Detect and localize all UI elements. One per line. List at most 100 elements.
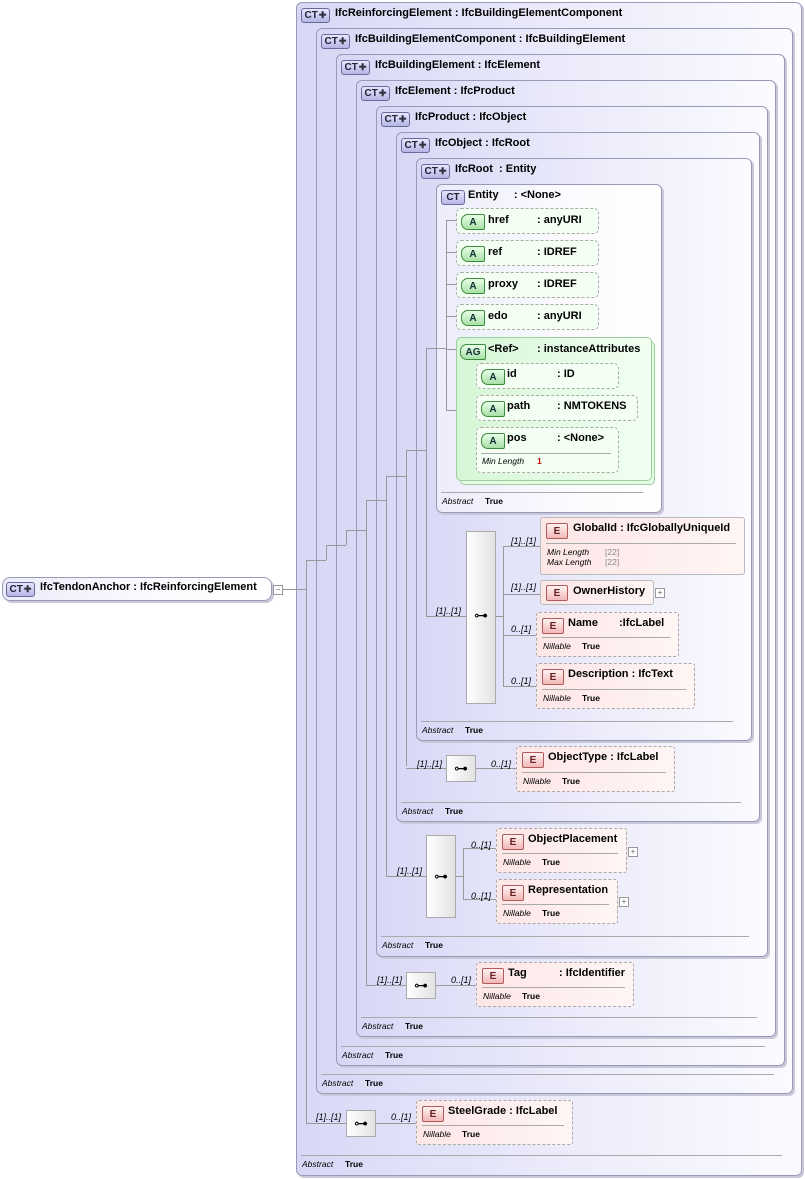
ifcbuildingelementcomponent-abstract-value: True bbox=[365, 1078, 383, 1088]
expand-representation-icon[interactable]: + bbox=[619, 897, 629, 907]
attr-proxy-name: proxy bbox=[488, 278, 518, 290]
ifcproduct-abstract-label: Abstract bbox=[382, 940, 414, 950]
elem-badge-name: E bbox=[542, 618, 564, 634]
mult-name: 0..[1] bbox=[511, 624, 532, 634]
attr-badge-edo: A bbox=[461, 310, 485, 326]
globalid-minlen-label: Min Length bbox=[547, 547, 590, 557]
ct-badge-c3: CT✚ bbox=[341, 60, 370, 75]
attr-path-type: : NMTOKENS bbox=[557, 400, 627, 412]
attr-group-type: : instanceAttributes bbox=[537, 343, 641, 355]
objectplacement-nillable-label: Nillable bbox=[503, 857, 531, 867]
elem-description-name: Description : IfcText bbox=[568, 668, 673, 680]
name-nillable-label: Nillable bbox=[543, 641, 571, 651]
sequence-compositor-ifcreinforcing[interactable] bbox=[346, 1110, 376, 1137]
entity-abstract-label: Abstract bbox=[442, 496, 474, 506]
elem-badge-tag: E bbox=[482, 968, 504, 984]
ct-badge-entity: CT bbox=[441, 190, 465, 205]
steelgrade-nillable-value: True bbox=[462, 1129, 480, 1139]
elem-representation-name: Representation bbox=[528, 884, 609, 896]
entity-abstract-value: True bbox=[485, 496, 503, 506]
attr-path-name: path bbox=[507, 400, 531, 412]
elem-badge-globalid: E bbox=[546, 523, 568, 539]
title-c6: IfcObject : IfcRoot bbox=[435, 137, 530, 149]
attr-pos-type: : <None> bbox=[557, 432, 605, 444]
ifcreinforcing-abstract-label: Abstract bbox=[302, 1159, 334, 1169]
tag-nillable-label: Nillable bbox=[483, 991, 511, 1001]
elem-name-type: :IfcLabel bbox=[619, 617, 665, 629]
ct-badge-c6: CT✚ bbox=[401, 138, 430, 153]
attr-group-name: <Ref> bbox=[488, 343, 519, 355]
title-c2: IfcBuildingElementComponent : IfcBuildin… bbox=[355, 33, 626, 45]
elem-objectplacement-name: ObjectPlacement bbox=[528, 833, 618, 845]
elem-badge-ownerhistory: E bbox=[546, 585, 568, 601]
ifcproduct-abstract-value: True bbox=[425, 940, 443, 950]
mult-ownerhistory: [1]..[1] bbox=[511, 582, 537, 592]
elem-badge-representation: E bbox=[502, 885, 524, 901]
description-nillable-value: True bbox=[582, 693, 600, 703]
elem-tag-type: : IfcIdentifier bbox=[559, 967, 626, 979]
steelgrade-nillable-label: Nillable bbox=[423, 1129, 451, 1139]
elem-globalid-name: GlobalId : IfcGloballyUniqueId bbox=[573, 522, 731, 534]
title-entity: Entity : <None> bbox=[468, 189, 561, 201]
sequence-compositor-ifcobject[interactable] bbox=[446, 755, 476, 782]
expand-ownerhistory-icon[interactable]: + bbox=[655, 588, 665, 598]
expand-objectplacement-icon[interactable]: + bbox=[628, 847, 638, 857]
name-nillable-value: True bbox=[582, 641, 600, 651]
globalid-maxlen-value: [22] bbox=[605, 557, 620, 567]
node-ifctendonanchor[interactable] bbox=[2, 577, 272, 601]
attr-edo-name: edo bbox=[488, 310, 508, 322]
ifcroot-abstract-value: True bbox=[465, 725, 483, 735]
attr-badge-href: A bbox=[461, 214, 485, 230]
mult-ifcproduct-seq: [1]..[1] bbox=[397, 866, 423, 876]
elem-badge-description: E bbox=[542, 669, 564, 685]
title-c7: IfcRoot : Entity bbox=[455, 163, 537, 175]
ifcbuildingelement-abstract-value: True bbox=[385, 1050, 403, 1060]
description-nillable-label: Nillable bbox=[543, 693, 571, 703]
attr-edo-type: : anyURI bbox=[537, 310, 582, 322]
sequence-icon: ⊶ bbox=[454, 760, 468, 776]
collapse-icon[interactable]: − bbox=[273, 585, 283, 595]
sequence-compositor-ifcroot[interactable] bbox=[466, 531, 496, 704]
mult-objectplacement: 0..[1] bbox=[471, 840, 492, 850]
ifcroot-abstract-label: Abstract bbox=[422, 725, 454, 735]
ifcbuildingelementcomponent-abstract-label: Abstract bbox=[322, 1078, 354, 1088]
representation-nillable-value: True bbox=[542, 908, 560, 918]
attr-href-name: href bbox=[488, 214, 509, 226]
title-c3: IfcBuildingElement : IfcElement bbox=[375, 59, 541, 71]
attr-id-name: id bbox=[507, 368, 517, 380]
ifcbuildingelement-abstract-label: Abstract bbox=[342, 1050, 374, 1060]
elem-badge-objecttype: E bbox=[522, 752, 544, 768]
elem-tag-name: Tag bbox=[508, 967, 527, 979]
elem-badge-objectplacement: E bbox=[502, 834, 524, 850]
sequence-icon: ⊶ bbox=[414, 977, 428, 993]
elem-badge-steelgrade: E bbox=[422, 1106, 444, 1122]
globalid-minlen-value: [22] bbox=[605, 547, 620, 557]
ifcobject-abstract-label: Abstract bbox=[402, 806, 434, 816]
element-globalid[interactable] bbox=[540, 517, 745, 575]
sequence-compositor-ifcelement[interactable] bbox=[406, 972, 436, 999]
ct-badge-c4: CT✚ bbox=[361, 86, 390, 101]
elem-steelgrade-name: SteelGrade : IfcLabel bbox=[448, 1105, 558, 1117]
tag-nillable-value: True bbox=[522, 991, 540, 1001]
ifcobject-abstract-value: True bbox=[445, 806, 463, 816]
sequence-compositor-ifcproduct[interactable] bbox=[426, 835, 456, 918]
ct-badge-c7: CT✚ bbox=[421, 164, 450, 179]
mult-description: 0..[1] bbox=[511, 676, 532, 686]
attr-ref-name: ref bbox=[488, 246, 503, 258]
mult-representation: 0..[1] bbox=[471, 891, 492, 901]
attr-id-type: : ID bbox=[557, 368, 575, 380]
ct-badge-c2: CT✚ bbox=[321, 34, 350, 49]
ifcreinforcing-abstract-value: True bbox=[345, 1159, 363, 1169]
mult-objecttype: 0..[1] bbox=[491, 759, 512, 769]
elem-name-name: Name bbox=[568, 617, 598, 629]
mult-ifcelement-seq: [1]..[1] bbox=[377, 975, 403, 985]
representation-nillable-label: Nillable bbox=[503, 908, 531, 918]
attr-proxy-type: : IDREF bbox=[537, 278, 577, 290]
ifcelement-abstract-label: Abstract bbox=[362, 1021, 394, 1031]
mult-globalid: [1]..[1] bbox=[511, 536, 537, 546]
objectplacement-nillable-value: True bbox=[542, 857, 560, 867]
attr-pos-name: pos bbox=[507, 432, 527, 444]
mult-ifcreinforcing-seq: [1]..[1] bbox=[316, 1112, 342, 1122]
ifcelement-abstract-value: True bbox=[405, 1021, 423, 1031]
elem-objecttype-name: ObjectType : IfcLabel bbox=[548, 751, 659, 763]
